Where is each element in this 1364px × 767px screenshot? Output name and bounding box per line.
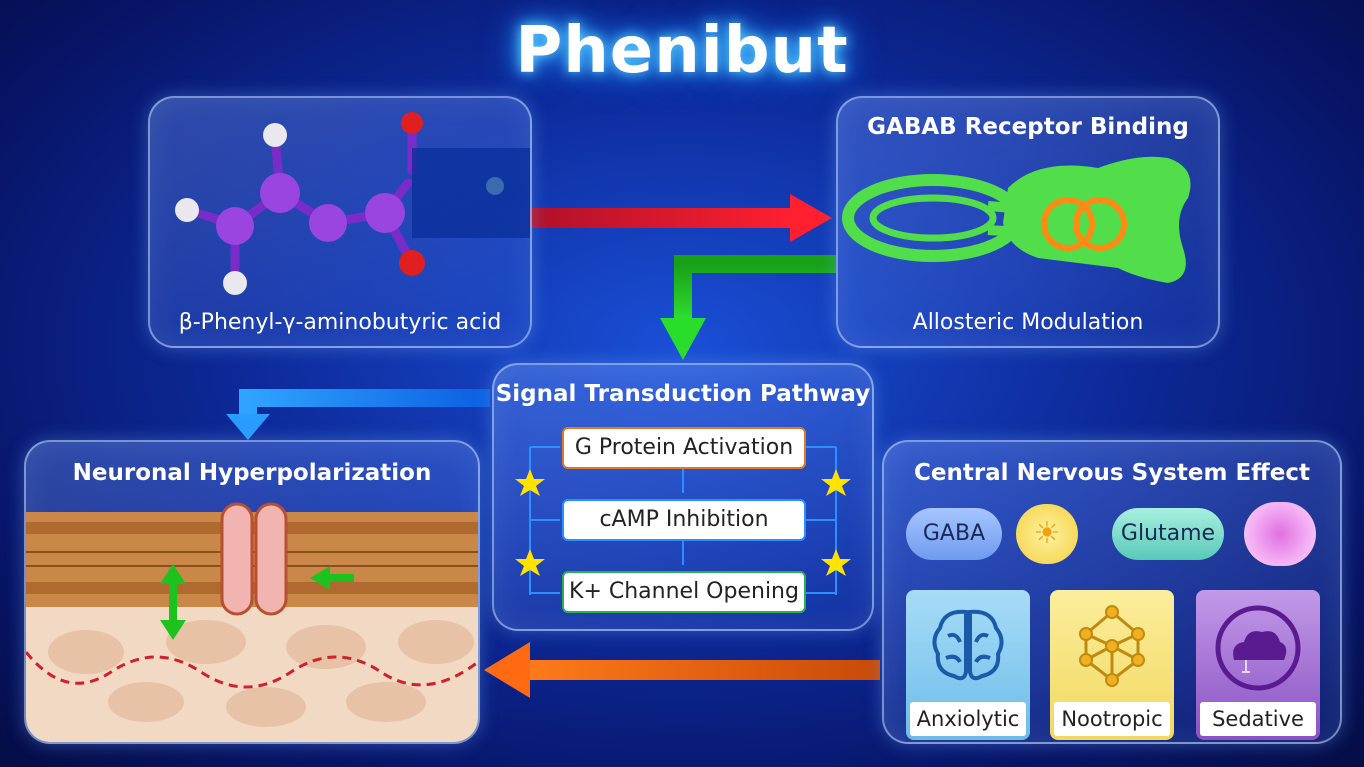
gaba-pill: GABA: [906, 508, 1002, 560]
molecule-structure-icon: [175, 112, 530, 295]
sun-icon: ☀: [1033, 516, 1061, 551]
pathway-connectors: [515, 446, 851, 595]
neuronal-title: Neuronal Hyperpolarization: [72, 460, 432, 486]
molecule-caption: β-Phenyl-γ-aminobutyric acid: [178, 310, 502, 335]
glutame-pill: Glutame: [1112, 508, 1224, 560]
sedative-label: Sedative: [1200, 702, 1316, 736]
neural-network-icon: [1079, 605, 1145, 687]
cns-panel: Central Nervous System Effect GABA ☀ Glu…: [882, 440, 1342, 744]
sun-badge: ☀: [1016, 504, 1078, 564]
pathway-step-k-channel: K+ Channel Opening: [562, 571, 806, 613]
receptor-protein-icon: [842, 156, 1191, 283]
sleep-cloud-icon: [1215, 605, 1301, 691]
sedative-card: Sedative: [1196, 590, 1320, 740]
pathway-step-camp: cAMP Inhibition: [562, 499, 806, 541]
neuronal-panel: Neuronal Hyperpolarization: [24, 440, 480, 744]
cell-badge: [1244, 502, 1316, 566]
pathway-step-g-protein: G Protein Activation: [562, 427, 806, 469]
receptor-panel: GABAB Receptor Binding Allosteric Modula…: [836, 96, 1220, 348]
brain-icon: [932, 609, 1004, 681]
nootropic-card: Nootropic: [1050, 590, 1174, 740]
anxiolytic-card: Anxiolytic: [906, 590, 1030, 740]
diagram-title: Phenibut: [515, 14, 849, 88]
molecule-panel: β-Phenyl-γ-aminobutyric acid: [148, 96, 532, 348]
pathway-title: Signal Transduction Pathway: [495, 381, 871, 407]
cns-title: Central Nervous System Effect: [913, 460, 1311, 486]
receptor-caption: Allosteric Modulation: [912, 310, 1144, 335]
nootropic-label: Nootropic: [1054, 702, 1170, 736]
anxiolytic-label: Anxiolytic: [910, 702, 1026, 736]
pathway-panel: Signal Transduction Pathway G Protein Ac…: [492, 363, 874, 631]
membrane-illustration: [26, 502, 478, 742]
receptor-title: GABAB Receptor Binding: [867, 114, 1189, 140]
